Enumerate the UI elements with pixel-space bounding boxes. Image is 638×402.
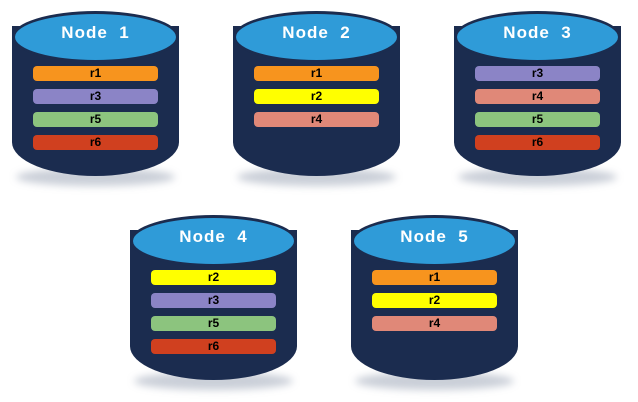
cylinder-shadow (237, 168, 396, 186)
shard-list: r3 r4 r5 r6 (450, 66, 625, 150)
shard-bar[interactable]: r3 (475, 66, 600, 81)
shard-bar[interactable]: r1 (33, 66, 158, 81)
shard-bar[interactable]: r4 (475, 89, 600, 104)
shard-bar[interactable]: r6 (475, 135, 600, 150)
node-cylinder[interactable]: Node 3 r3 r4 r5 r6 (450, 8, 625, 186)
shard-bar[interactable]: r2 (372, 293, 497, 308)
shard-bar[interactable]: r5 (475, 112, 600, 127)
shard-list: r1 r2 r4 (229, 66, 404, 127)
shard-bar[interactable]: r6 (33, 135, 158, 150)
cylinder-top-disc (12, 11, 179, 63)
shard-bar[interactable]: r5 (151, 316, 276, 331)
shard-bar[interactable]: r2 (254, 89, 379, 104)
shard-bar[interactable]: r5 (33, 112, 158, 127)
cylinder-shadow (134, 372, 293, 390)
shard-bar[interactable]: r1 (254, 66, 379, 81)
node-cylinder[interactable]: Node 4 r2 r3 r5 r6 (126, 212, 301, 390)
node-label: Node 2 (282, 23, 351, 42)
node-label: Node 3 (503, 23, 572, 42)
shard-list: r1 r3 r5 r6 (8, 66, 183, 150)
shard-list: r2 r3 r5 r6 (126, 270, 301, 354)
node-cylinder[interactable]: Node 5 r1 r2 r4 (347, 212, 522, 390)
cylinder-top-disc (233, 11, 400, 63)
shard-list: r1 r2 r4 (347, 270, 522, 331)
shard-bar[interactable]: r4 (372, 316, 497, 331)
node-label: Node 4 (179, 227, 248, 246)
cylinder-shadow (458, 168, 617, 186)
cylinder-shadow (355, 372, 514, 390)
node-cylinder[interactable]: Node 2 r1 r2 r4 (229, 8, 404, 186)
shard-bar[interactable]: r2 (151, 270, 276, 285)
cylinder-top-disc (454, 11, 621, 63)
shard-bar[interactable]: r6 (151, 339, 276, 354)
shard-bar[interactable]: r3 (151, 293, 276, 308)
shard-bar[interactable]: r1 (372, 270, 497, 285)
node-label: Node 1 (61, 23, 130, 42)
shard-bar[interactable]: r4 (254, 112, 379, 127)
cylinder-top-disc (130, 215, 297, 267)
cylinder-shadow (16, 168, 175, 186)
cylinder-top-disc (351, 215, 518, 267)
node-cylinder[interactable]: Node 1 r1 r3 r5 r6 (8, 8, 183, 186)
shard-bar[interactable]: r3 (33, 89, 158, 104)
node-label: Node 5 (400, 227, 469, 246)
